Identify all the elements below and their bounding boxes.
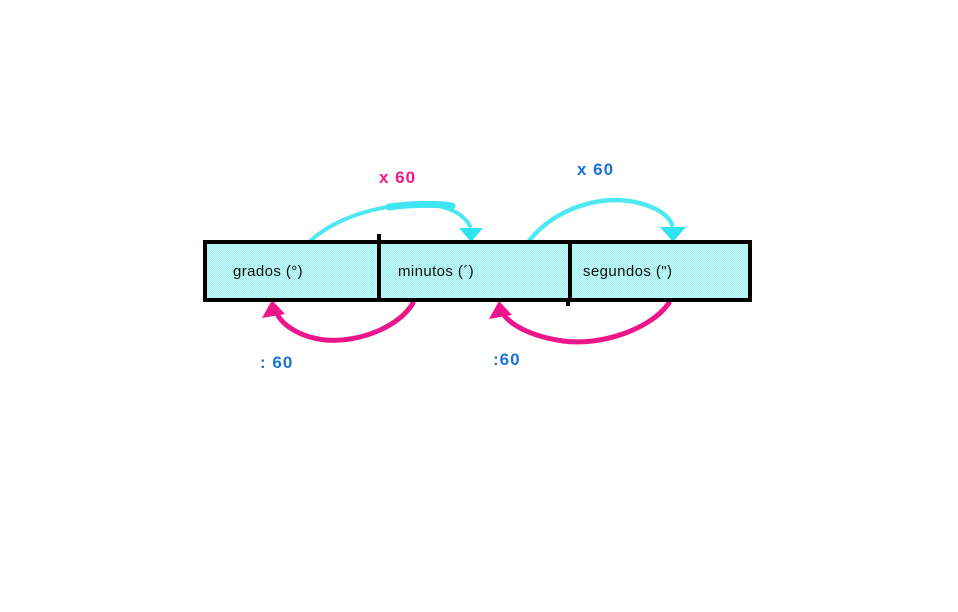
cell-minutos-label: minutos (´) (398, 262, 475, 280)
cell-segundos-label: segundos (") (583, 262, 673, 280)
cell-segundos: segundos (") (568, 244, 748, 298)
multiply-label-1: x 60 (379, 168, 417, 187)
arrowhead-up-icon (489, 301, 512, 319)
arrowhead-up-icon (262, 300, 285, 318)
units-table: grados (°) minutos (´) segundos (") (203, 240, 752, 302)
divide-label-2: :60 (493, 350, 521, 369)
cell-grados: grados (°) (207, 244, 377, 298)
divide-arrow-1 (262, 300, 416, 343)
multiply-label-2: x 60 (577, 160, 615, 179)
multiply-arrow-2 (526, 197, 686, 244)
multiply-arrow-1 (307, 200, 483, 244)
divide-label-1: : 60 (260, 353, 294, 372)
cell-grados-label: grados (°) (233, 262, 304, 280)
cell-minutos: minutos (´) (377, 244, 568, 298)
divide-arrow-2 (489, 300, 672, 345)
